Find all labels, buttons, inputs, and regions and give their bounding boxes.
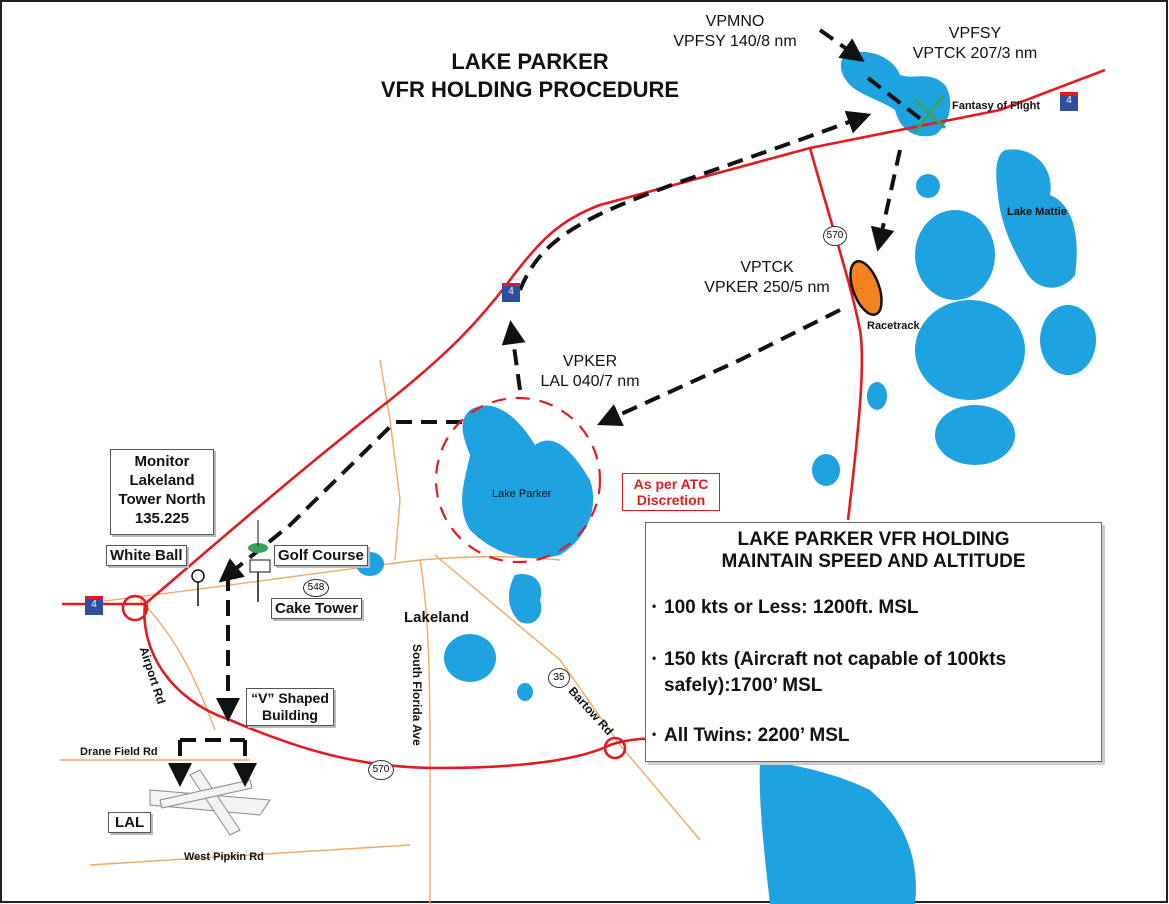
- lake-parker-shape: [462, 405, 594, 559]
- interchange: [603, 736, 627, 760]
- vpmno-ref: VPFSY 140/8 nm: [673, 33, 797, 50]
- lake-shape: [812, 454, 840, 486]
- road-570-north: [808, 147, 864, 521]
- lake-shape: [915, 210, 995, 300]
- lake-shape: [508, 574, 542, 624]
- golf-course-icon: [248, 543, 268, 553]
- v-building-line1: “V” Shaped: [251, 690, 329, 706]
- waypoint-vpker: VPKER LAL 040/7 nm: [525, 352, 655, 392]
- title-line1: LAKE PARKER: [451, 49, 609, 74]
- south-florida-ave-label: South Florida Ave: [410, 644, 424, 746]
- sr570-shield: 570: [823, 226, 847, 246]
- cake-tower-icon: [249, 559, 271, 573]
- vptck-ref: VPKER 250/5 nm: [704, 279, 830, 296]
- sr570-shield: 570: [368, 760, 394, 780]
- lake-parker-label: Lake Parker: [492, 488, 552, 500]
- atc-line2: Discretion: [636, 492, 706, 508]
- route-vptck-vpker: [597, 308, 841, 426]
- altitude-text: 150 kts (Aircraft not capable of 100kts: [664, 649, 1007, 670]
- road-south-florida-ave: [419, 559, 431, 904]
- panel-title-1: LAKE PARKER VFR HOLDING: [737, 529, 1010, 550]
- atc-discretion-box: As per ATC Discretion: [622, 473, 720, 511]
- sr35-shield: 35: [548, 668, 570, 688]
- fantasy-of-flight-marker: [913, 95, 947, 133]
- lake-shape: [1040, 305, 1096, 375]
- map-title: LAKE PARKER VFR HOLDING PROCEDURE: [350, 48, 710, 104]
- vpker-ref: LAL 040/7 nm: [540, 373, 640, 390]
- lake-shape: [915, 300, 1025, 400]
- white-ball-icon: [191, 569, 205, 583]
- lake-mattie-shape: [996, 149, 1077, 288]
- sr548-shield: 548: [303, 579, 329, 597]
- lake-shape: [517, 683, 533, 701]
- lake-shape: [444, 634, 496, 682]
- holding-pattern: [434, 396, 602, 564]
- drane-field-rd-label: Drane Field Rd: [80, 746, 158, 758]
- vpker-name: VPKER: [562, 353, 618, 370]
- waypoint-vpfsy: VPFSY VPTCK 207/3 nm: [895, 24, 1055, 64]
- lal-label: LAL: [108, 812, 152, 833]
- lake-shape: [759, 760, 916, 904]
- lake-mattie-label: Lake Mattie: [1007, 206, 1067, 218]
- lakeland-label: Lakeland: [404, 609, 470, 626]
- monitor-line4: 135.225: [134, 510, 190, 527]
- lake-shape: [916, 174, 940, 198]
- title-line2: VFR HOLDING PROCEDURE: [380, 77, 680, 102]
- atc-line1: As per ATC: [633, 476, 709, 492]
- lakes: [356, 51, 1096, 904]
- v-building-label: “V” Shaped Building: [246, 688, 334, 726]
- interchange: [121, 594, 149, 622]
- altitude-item: All Twins: 2200’ MSL: [652, 723, 849, 749]
- west-pipkin-rd-label: West Pipkin Rd: [184, 851, 264, 863]
- panel-title-2: MAINTAIN SPEED AND ALTITUDE: [721, 551, 1026, 572]
- road-bartow: [434, 554, 701, 841]
- lake-shape: [867, 382, 887, 410]
- road-west-pipkin: [89, 844, 411, 866]
- vpfsy-name: VPFSY: [948, 25, 1002, 42]
- road-airport: [139, 599, 216, 731]
- fantasy-of-flight-label: Fantasy of Flight: [952, 100, 1040, 112]
- waypoint-vpmno: VPMNO VPFSY 140/8 nm: [660, 12, 810, 52]
- vptck-name: VPTCK: [740, 259, 794, 276]
- monitor-line3: Tower North: [118, 491, 206, 508]
- white-ball-label: White Ball: [106, 545, 187, 566]
- cake-tower-label: Cake Tower: [271, 598, 363, 619]
- lake-fantasy-shape: [840, 51, 951, 137]
- altitude-text: 100 kts or Less: 1200ft. MSL: [664, 597, 919, 618]
- vpmno-name: VPMNO: [705, 13, 765, 30]
- lake-shape: [935, 405, 1015, 465]
- racetrack-label: Racetrack: [867, 320, 920, 332]
- i4-shield: 4: [85, 596, 103, 615]
- road-i4: [62, 68, 1106, 606]
- route-fsy-leg: [866, 76, 924, 122]
- golf-course-label: Golf Course: [274, 545, 368, 566]
- altitude-item: 100 kts or Less: 1200ft. MSL: [652, 595, 919, 621]
- v-building-line2: Building: [262, 707, 318, 723]
- altitude-text: All Twins: 2200’ MSL: [664, 725, 850, 746]
- altitude-item: 150 kts (Aircraft not capable of 100kts …: [652, 647, 1006, 699]
- monitor-line1: Monitor: [134, 453, 190, 470]
- road-570-south: [143, 603, 691, 770]
- local-roads: [60, 359, 701, 904]
- monitor-line2: Lakeland: [129, 472, 195, 489]
- road-north: [379, 359, 401, 561]
- i4-shield: 4: [1060, 92, 1078, 111]
- route-vpfsy-vptck: [870, 149, 902, 252]
- vpfsy-ref: VPTCK 207/3 nm: [912, 45, 1038, 62]
- i4-shield: 4: [502, 283, 520, 302]
- monitor-frequency-box: Monitor Lakeland Tower North 135.225: [110, 449, 214, 535]
- altitude-text: safely):1700’ MSL: [664, 675, 823, 696]
- route-vpmno-vpfsy: [818, 28, 865, 62]
- holding-info-panel: LAKE PARKER VFR HOLDING MAINTAIN SPEED A…: [645, 522, 1102, 762]
- waypoint-vptck: VPTCK VPKER 250/5 nm: [692, 258, 842, 298]
- highways: [62, 68, 1106, 770]
- route-depart-north: [501, 320, 526, 391]
- airport-lal: [149, 769, 271, 836]
- racetrack-icon: [849, 260, 883, 316]
